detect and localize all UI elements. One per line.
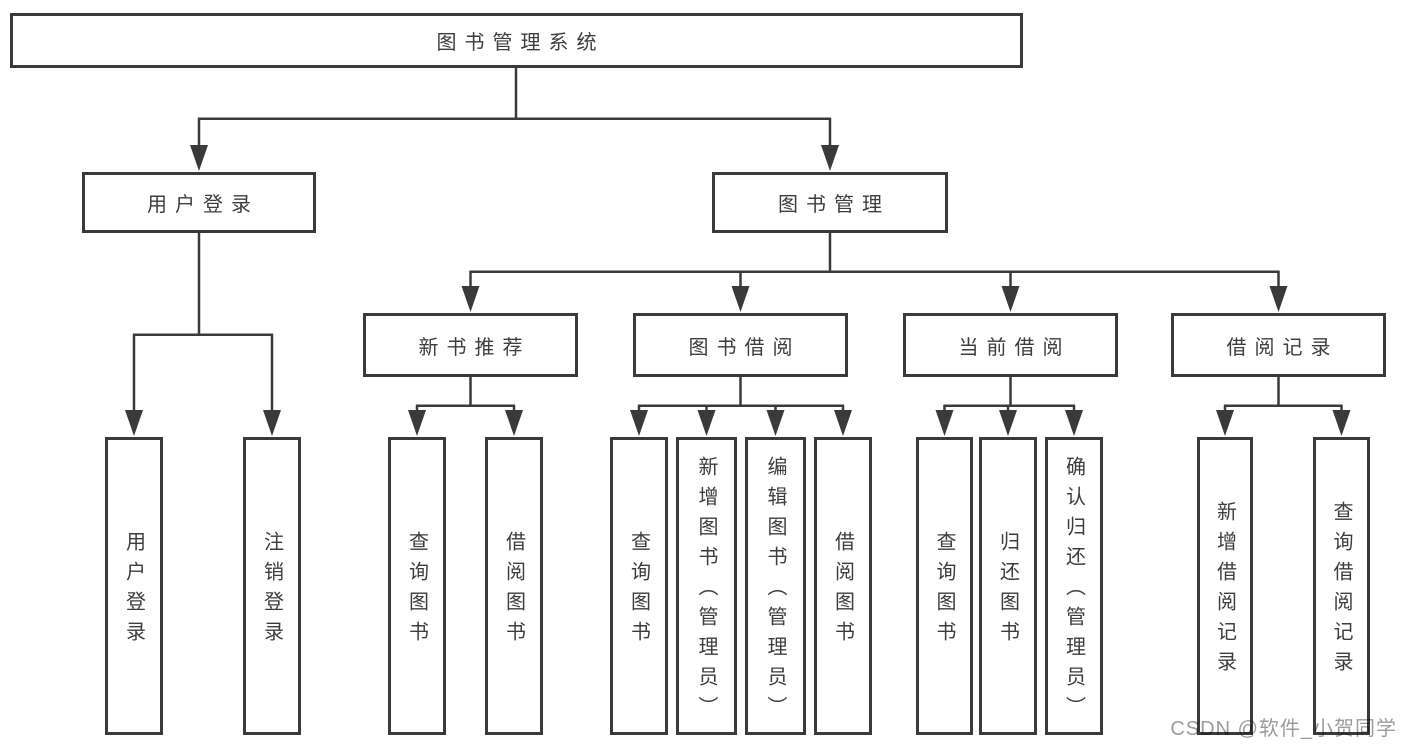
node-book-borrow: 图书借阅 [633, 313, 848, 377]
node-label: 查询借阅记录 [1330, 501, 1352, 681]
leaf-logout: 注销登录 [243, 437, 301, 735]
node-label: 借阅图书 [502, 531, 525, 651]
leaf-records-add-record: 新增借阅记录 [1197, 437, 1253, 735]
node-label: 图书管理系统 [436, 32, 605, 54]
node-new-book-recommend: 新书推荐 [363, 313, 578, 377]
node-label: 查询图书 [627, 531, 650, 651]
node-borrow-records: 借阅记录 [1171, 313, 1386, 377]
node-label: 确认归还（管理员） [1062, 456, 1085, 726]
node-label: 新增图书（管理员） [695, 456, 717, 726]
node-label: 编辑图书（管理员） [764, 456, 786, 726]
leaf-current-return-books: 归还图书 [979, 437, 1037, 735]
leaf-borrow-query-books: 查询图书 [610, 437, 668, 735]
node-label: 借阅记录 [1226, 336, 1339, 359]
leaf-borrow-add-books-admin: 新增图书（管理员） [676, 437, 737, 735]
node-label: 新增借阅记录 [1213, 501, 1236, 681]
node-user-login: 用户登录 [82, 172, 316, 233]
node-current-borrow: 当前借阅 [903, 313, 1118, 377]
connector-arrowheads [125, 145, 1351, 436]
node-label: 图书管理 [778, 194, 890, 216]
leaf-borrow-edit-books-admin: 编辑图书（管理员） [745, 437, 806, 735]
leaf-newbook-query-books: 查询图书 [388, 437, 446, 735]
watermark: CSDN @软件_小贺同学 [1170, 718, 1397, 740]
node-label: 当前借阅 [958, 336, 1071, 359]
node-label: 注销登录 [260, 531, 283, 651]
node-label: 图书借阅 [688, 336, 801, 359]
leaf-user-login: 用户登录 [105, 437, 163, 735]
node-label: 借阅图书 [831, 531, 854, 651]
node-label: 用户登录 [147, 194, 259, 216]
node-root: 图书管理系统 [10, 13, 1023, 68]
node-label: 新书推荐 [418, 336, 531, 359]
node-label: 用户登录 [122, 531, 145, 651]
leaf-current-query-books: 查询图书 [916, 437, 973, 735]
node-book-management: 图书管理 [712, 172, 948, 233]
leaf-current-confirm-return-admin: 确认归还（管理员） [1045, 437, 1103, 735]
leaf-records-query-record: 查询借阅记录 [1313, 437, 1370, 735]
node-label: 查询图书 [405, 531, 428, 651]
leaf-newbook-borrow-books: 借阅图书 [485, 437, 543, 735]
node-label: 归还图书 [996, 531, 1019, 651]
node-label: 查询图书 [933, 531, 955, 651]
leaf-borrow-borrow-books: 借阅图书 [814, 437, 872, 735]
